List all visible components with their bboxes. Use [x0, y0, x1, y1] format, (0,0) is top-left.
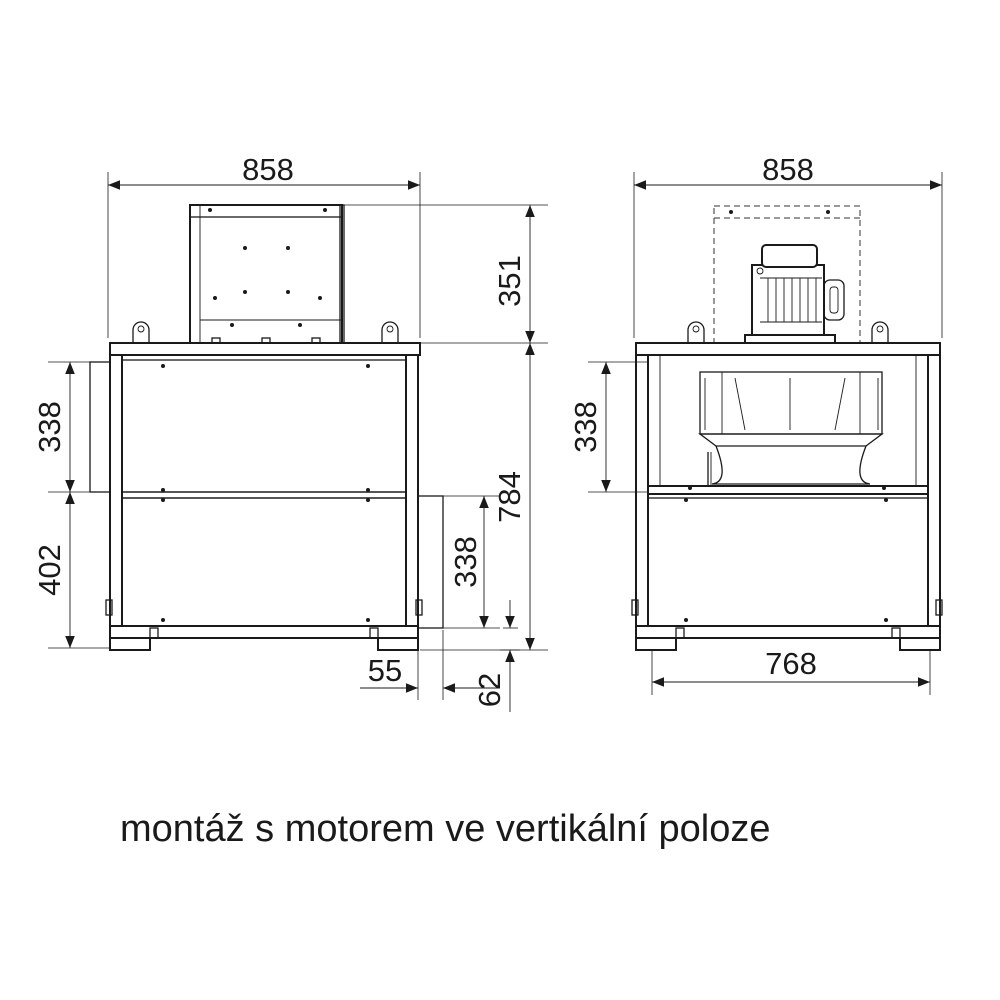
dim-upper-section-right: 338 — [568, 401, 603, 453]
motor-housing-side — [189, 204, 345, 345]
outlet-flange — [417, 495, 444, 629]
dim-width-top-left: 858 — [242, 152, 294, 187]
motor — [744, 244, 845, 346]
dim-upper-section-left: 338 — [32, 401, 67, 453]
motor-housing-outline — [713, 205, 861, 345]
inlet-flange — [89, 361, 111, 493]
casing-front — [631, 354, 943, 651]
dim-width-top-right: 858 — [762, 152, 814, 187]
dim-width-bottom: 768 — [765, 646, 817, 681]
top-plate — [635, 342, 941, 356]
dim-total-height: 784 — [492, 471, 527, 523]
dim-motor-height: 351 — [492, 255, 527, 307]
dim-outlet-height: 338 — [448, 536, 483, 588]
top-plate — [109, 342, 421, 356]
dim-outlet-offset: 55 — [368, 653, 402, 688]
lifting-eye — [132, 321, 150, 344]
casing-side — [105, 354, 423, 651]
impeller — [688, 371, 886, 490]
lifting-eye — [871, 321, 889, 344]
mounting-caption: montáž s motorem ve vertikální poloze — [120, 808, 771, 850]
dim-lower-section: 402 — [32, 544, 67, 596]
dim-foot-height: 62 — [472, 673, 507, 707]
side-view: 858 351 784 338 402 338 55 62 — [32, 152, 548, 712]
lifting-eye — [381, 321, 399, 344]
lifting-eye — [687, 321, 705, 344]
front-view: 858 338 768 — [568, 152, 943, 695]
